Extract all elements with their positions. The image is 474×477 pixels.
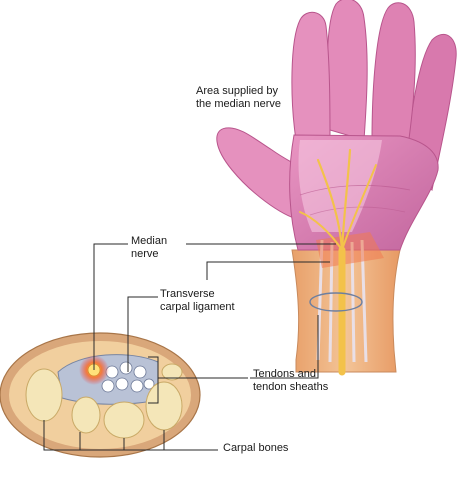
thumb [216, 127, 305, 221]
transverse-ligament-line-2: carpal ligament [160, 301, 235, 313]
index-finger [291, 11, 331, 141]
tendons-line-1: Tendons and [253, 368, 316, 380]
median-nerve-line-1: Median [131, 235, 168, 247]
area-supplied-line-1: Area supplied by [196, 85, 278, 97]
transverse-ligament-label: Transverse carpal ligament [160, 288, 235, 314]
carpal-bones-label: Carpal bones [223, 442, 288, 455]
transverse-ligament-hand [316, 232, 384, 268]
transverse-ligament-section [57, 354, 159, 405]
ring-finger [371, 2, 416, 161]
tendons-label: Tendons and tendon sheaths [253, 368, 328, 394]
carpal-bones-section [25, 363, 183, 439]
tendon-sheath-ring [309, 292, 363, 312]
median-nerve-line-2: nerve [131, 248, 159, 260]
hand [216, 0, 457, 376]
tendons-line-2: tendon sheaths [253, 381, 329, 393]
wrist-cross-section [0, 332, 201, 458]
area-supplied-label: Area supplied by the median nerve [196, 85, 281, 111]
leader-lines [43, 243, 336, 451]
transverse-ligament-line-1: Transverse [160, 288, 215, 300]
tunnel-tendons [101, 361, 155, 393]
area-supplied-line-2: the median nerve [196, 98, 281, 110]
median-nerve-label: Median nerve [131, 235, 167, 261]
middle-finger [326, 0, 368, 141]
carpal-bones-line-1: Carpal bones [223, 442, 289, 454]
